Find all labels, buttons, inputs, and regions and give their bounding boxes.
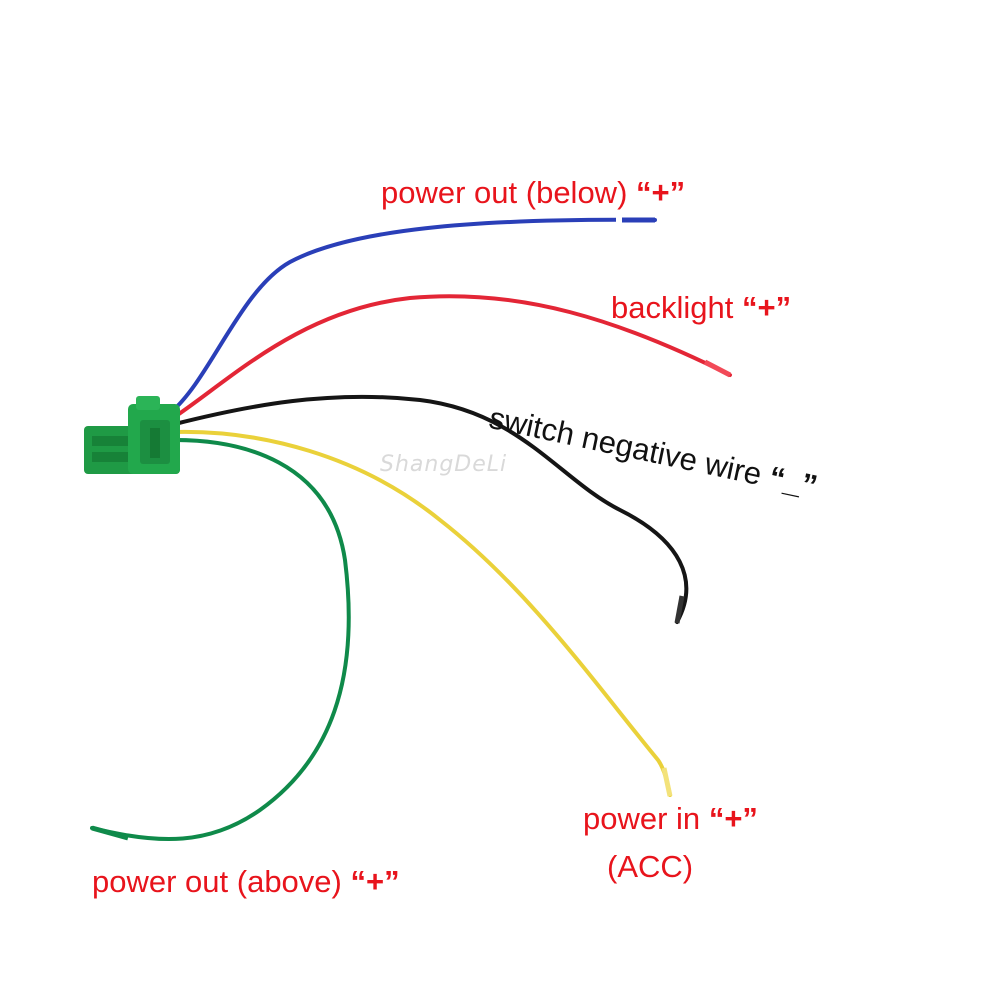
green-wire-tip (91, 825, 129, 841)
label-sign: “+” (741, 290, 792, 325)
yellow-wire-tip (661, 767, 673, 797)
black-wire-tip (674, 595, 685, 624)
blue-wire (168, 217, 657, 415)
label-text: power in (583, 801, 701, 836)
label-power-in: power in “+” (583, 803, 758, 834)
label-power-out-below: power out (below) “+” (381, 177, 685, 208)
connector (84, 396, 180, 474)
label-sign: “+” (708, 801, 758, 836)
label-power-out-above: power out (above) “+” (92, 866, 400, 897)
label-text: power out (above) (92, 864, 342, 899)
yellow-wire (173, 429, 672, 797)
label-backlight: backlight “+” (611, 292, 791, 323)
label-text: backlight (611, 290, 734, 325)
label-sign: “+” (636, 175, 686, 210)
green-wire (90, 438, 351, 842)
label-acc: (ACC) (607, 849, 694, 884)
label-sign: “+” (350, 864, 400, 899)
watermark-text: ShangDeLi (380, 452, 508, 477)
label-text: power out (below) (381, 175, 628, 210)
red-wire (171, 294, 732, 420)
black-wire (173, 394, 689, 624)
red-wire-tip (703, 359, 732, 378)
